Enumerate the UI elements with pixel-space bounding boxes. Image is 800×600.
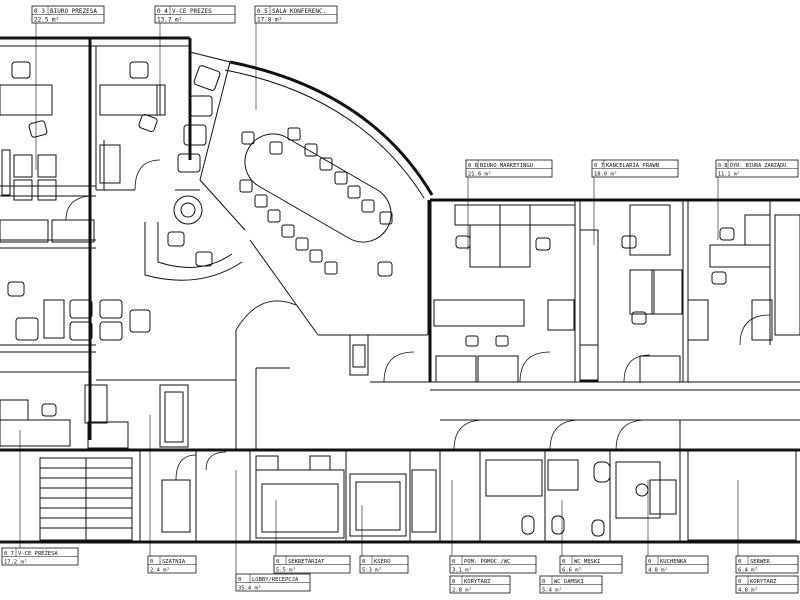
reception-counters — [161, 455, 437, 539]
svg-text:0: 0 — [362, 559, 365, 565]
room-label: 0 SZATNIA 2.4 m² — [147, 555, 197, 574]
svg-text:WC DAMSKI: WC DAMSKI — [554, 579, 584, 585]
room-label: 0 WC MĘSKI 6.6 m² — [559, 555, 623, 574]
svg-text:DYR. BIURA ZARZĄDU: DYR. BIURA ZARZĄDU — [730, 163, 786, 169]
room-label: 0 SEKRETARIAT 5.5 m² — [273, 555, 351, 574]
leader-lines — [19, 20, 739, 578]
svg-text:2.8 m²: 2.8 m² — [452, 587, 472, 594]
svg-text:0 5: 0 5 — [257, 8, 268, 15]
svg-text:0 7: 0 7 — [4, 551, 14, 557]
room-label: 0 POM. POMOC./WC 3.1 m² — [449, 555, 537, 574]
room-labels: 0 3 BIURO PREZESA 22.5 m² 0 4 V-CE PREZE… — [1, 5, 799, 594]
conference-chairs — [239, 127, 393, 277]
stairs — [39, 457, 133, 541]
svg-text:SALA KONFERENC.: SALA KONFERENC. — [272, 8, 326, 15]
room-label: 0 7 KANCELARIA PRAWN 18.0 m² — [591, 159, 679, 178]
lower-left-office — [0, 371, 189, 449]
svg-text:4.8 m²: 4.8 m² — [648, 567, 668, 574]
room-label: 0 3 BIURO PREZESA 22.5 m² — [31, 5, 105, 24]
room-label: 0 KORYTARZ 2.8 m² — [449, 575, 511, 594]
svg-text:6.4 m²: 6.4 m² — [738, 567, 758, 574]
svg-text:17.2 m²: 17.2 m² — [4, 559, 27, 566]
lounge-furniture — [7, 281, 151, 341]
svg-text:POM. POMOC./WC: POM. POMOC./WC — [464, 559, 510, 565]
svg-text:0: 0 — [738, 579, 741, 585]
svg-text:KUCHENKA: KUCHENKA — [660, 559, 687, 565]
svg-text:KSERO: KSERO — [374, 559, 391, 565]
room-label: 0 8 DYR. BIURA ZARZĄDU 11.1 m² — [715, 159, 799, 178]
svg-text:35.4 m²: 35.4 m² — [238, 585, 261, 592]
svg-text:0: 0 — [238, 577, 241, 583]
exterior-walls — [0, 36, 800, 544]
right-office-walls — [574, 200, 771, 382]
room-label: 0 5 SALA KONFERENC. 17.8 m² — [254, 5, 338, 24]
svg-text:0 8: 0 8 — [718, 163, 727, 169]
svg-text:5.4 m²: 5.4 m² — [542, 587, 562, 594]
svg-text:0: 0 — [452, 579, 455, 585]
svg-text:WC MĘSKI: WC MĘSKI — [574, 559, 601, 565]
svg-text:5.5 m²: 5.5 m² — [276, 567, 296, 574]
svg-text:V-CE PREZESA: V-CE PREZESA — [18, 551, 58, 557]
room-label: 0 LOBBY/RECEPCJA 35.4 m² — [235, 573, 311, 592]
svg-text:4.8 m²: 4.8 m² — [738, 587, 758, 594]
svg-text:0 3: 0 3 — [34, 8, 45, 15]
room-label: 0 KSERO 5.3 m² — [359, 555, 409, 574]
svg-text:BIURO PREZESA: BIURO PREZESA — [50, 8, 97, 15]
svg-text:6.6 m²: 6.6 m² — [562, 567, 582, 574]
svg-text:SEKRETARIAT: SEKRETARIAT — [288, 559, 325, 565]
room-label: 0 7 V-CE PREZESA 17.2 m² — [1, 547, 79, 566]
svg-text:SZATNIA: SZATNIA — [162, 559, 186, 565]
reception-desk — [144, 195, 243, 281]
svg-text:SERWER: SERWER — [750, 559, 771, 565]
svg-text:0 7: 0 7 — [594, 163, 604, 169]
door-swings — [65, 159, 771, 481]
svg-text:17.8 m²: 17.8 m² — [257, 17, 282, 24]
director-office-furniture — [687, 214, 800, 341]
svg-text:0: 0 — [738, 559, 741, 565]
corridor-walls — [96, 330, 800, 450]
svg-text:5.3 m²: 5.3 m² — [362, 567, 382, 574]
svg-text:BIURO MARKETINGU: BIURO MARKETINGU — [480, 163, 533, 169]
conference-room — [189, 51, 434, 336]
svg-text:3.1 m²: 3.1 m² — [452, 567, 472, 574]
room-label: 0 KORYTARZ 4.8 m² — [735, 575, 799, 594]
svg-text:KORYTARZ: KORYTARZ — [750, 579, 777, 585]
svg-text:KANCELARIA PRAWN: KANCELARIA PRAWN — [606, 163, 659, 169]
svg-text:0: 0 — [648, 559, 651, 565]
svg-text:LOBBY/RECEPCJA: LOBBY/RECEPCJA — [252, 577, 299, 583]
toilet-fixtures — [485, 449, 797, 541]
vice-president-chairs — [177, 65, 221, 173]
svg-text:21.6 m²: 21.6 m² — [468, 171, 491, 178]
room-label: 0 WC DAMSKI 5.4 m² — [539, 575, 603, 594]
room-label: 0 KUCHENKA 4.8 m² — [645, 555, 709, 574]
svg-text:11.1 m²: 11.1 m² — [718, 172, 740, 178]
lower-rooms-walls — [139, 419, 800, 542]
desks-upper-left — [0, 84, 166, 243]
svg-text:0 6: 0 6 — [468, 163, 478, 169]
legal-office-furniture — [579, 204, 683, 383]
room-label: 0 SERWER 6.4 m² — [735, 555, 799, 574]
room-label: 0 6 BIURO MARKETINGU 21.6 m² — [465, 159, 553, 178]
svg-text:0: 0 — [276, 559, 279, 565]
svg-text:V-CE PREZES: V-CE PREZES — [172, 8, 212, 15]
marketing-office-furniture — [433, 204, 576, 383]
svg-text:18.0 m²: 18.0 m² — [594, 171, 617, 178]
svg-text:KORYTARZ: KORYTARZ — [464, 579, 491, 585]
room-label: 0 4 V-CE PREZES 13.7 m² — [154, 5, 236, 24]
svg-text:2.4 m²: 2.4 m² — [150, 567, 170, 574]
svg-text:0 4: 0 4 — [157, 8, 168, 15]
chairs-upper-left — [11, 61, 158, 138]
svg-text:13.7 m²: 13.7 m² — [157, 17, 182, 24]
svg-text:0: 0 — [562, 559, 565, 565]
svg-text:0: 0 — [150, 559, 153, 565]
svg-text:0: 0 — [542, 579, 545, 585]
svg-text:22.5 m²: 22.5 m² — [34, 17, 59, 24]
svg-text:0: 0 — [452, 559, 455, 565]
